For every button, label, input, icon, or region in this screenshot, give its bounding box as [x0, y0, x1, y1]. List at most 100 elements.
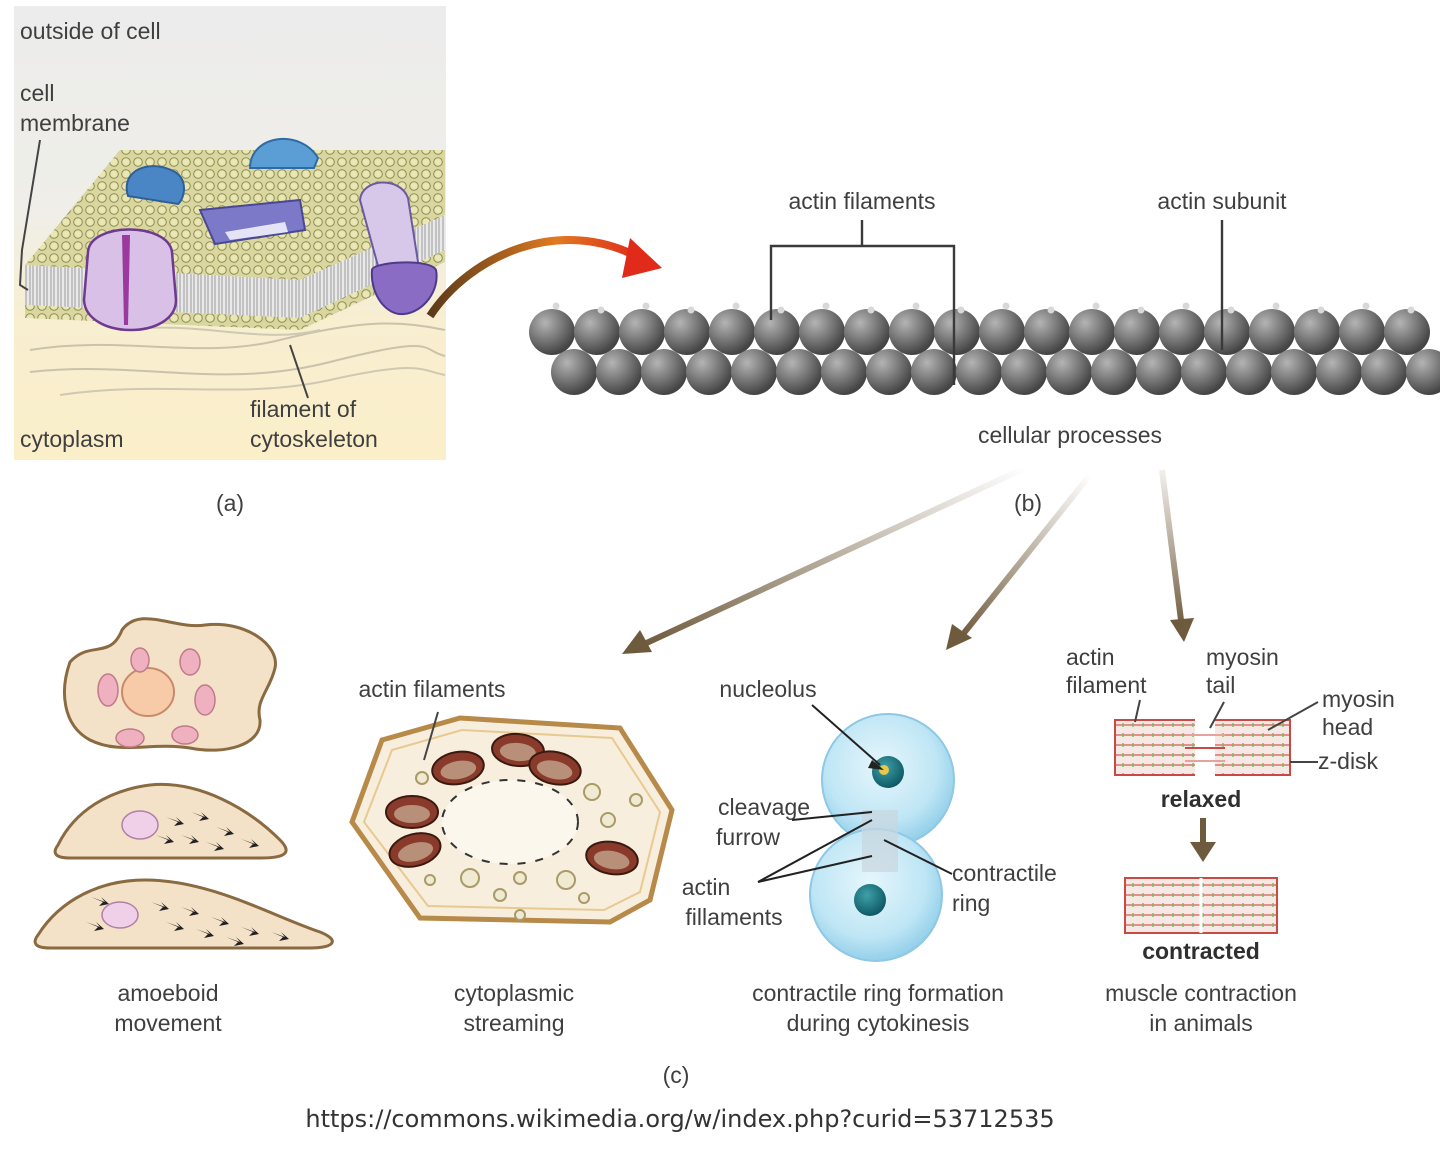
actin-subunit-bead — [551, 349, 597, 395]
actin-subunit-bead — [1294, 309, 1340, 355]
motion-arrow — [216, 827, 234, 836]
label-myosin-head-line2: head — [1322, 714, 1374, 740]
label-streaming-actin-filaments: actin filaments — [358, 676, 506, 702]
motion-arrow — [166, 817, 184, 826]
actin-subunit-bead — [1406, 349, 1440, 395]
label-cell-membrane-line2: membrane — [20, 110, 130, 136]
actin-highlight — [1317, 306, 1325, 314]
actin-subunit-bead — [1046, 349, 1092, 395]
label-amoeboid-line2: movement — [114, 1010, 222, 1036]
chloroplast — [388, 832, 442, 868]
label-actin-fillaments-line1: actin — [681, 874, 731, 900]
actin-highlight — [867, 306, 875, 314]
label-muscle-actin-line1: actin — [1066, 644, 1115, 670]
motion-arrow — [226, 937, 244, 946]
motion-arrow — [206, 842, 224, 851]
vacuole — [415, 771, 429, 785]
actin-subunit-bead — [844, 309, 890, 355]
actin-highlight — [1002, 302, 1010, 310]
caption-a: (a) — [215, 490, 245, 516]
actin-subunit-bead — [1001, 349, 1047, 395]
actin-highlight — [1182, 302, 1190, 310]
chloroplast — [528, 750, 582, 786]
label-contractile-line1: contractile — [952, 860, 1057, 886]
actin-subunit-bead — [1271, 349, 1317, 395]
streaming-cell — [349, 711, 675, 925]
chloroplast — [585, 840, 639, 876]
label-contracted: contracted — [1142, 938, 1260, 964]
label-cell-membrane-line1: cell — [20, 80, 55, 106]
actin-highlight — [687, 306, 695, 314]
actin-subunit-bead — [619, 309, 665, 355]
chloroplast — [431, 750, 485, 786]
sarcomere-contracted — [1124, 877, 1278, 934]
label-myosin-tail-line2: tail — [1206, 672, 1236, 698]
actin-subunit-bead — [1091, 349, 1137, 395]
motion-arrow — [211, 917, 229, 926]
actin-highlight — [1362, 302, 1370, 310]
vacuole — [600, 812, 616, 828]
actin-subunit-bead — [754, 309, 800, 355]
label-filament-line2: cytoskeleton — [250, 426, 378, 452]
actin-highlight — [777, 306, 785, 314]
actin-subunit-bead — [1384, 309, 1430, 355]
process-arrows — [622, 465, 1194, 654]
label-ring-caption-line2: during cytokinesis — [786, 1010, 970, 1036]
motion-arrow — [181, 907, 199, 916]
actin-subunit-bead — [686, 349, 732, 395]
label-amoeboid-line1: amoeboid — [117, 980, 219, 1006]
label-contractile-line2: ring — [952, 890, 991, 916]
vacuole — [460, 868, 480, 888]
actin-subunit-bead — [1226, 349, 1272, 395]
label-actin-filaments: actin filaments — [788, 188, 936, 214]
vacuole — [514, 909, 526, 921]
vacuole — [556, 870, 576, 890]
label-cleavage-line2: furrow — [716, 824, 780, 850]
motion-arrow — [191, 812, 209, 821]
actin-subunit-bead — [1024, 309, 1070, 355]
label-actin-fillaments-line2: fillaments — [685, 904, 783, 930]
label-streaming-line1: cytoplasmic — [453, 980, 575, 1006]
label-relaxed: relaxed — [1160, 786, 1242, 812]
label-muscle-actin-line2: filament — [1066, 672, 1147, 698]
actin-subunit-bead — [574, 309, 620, 355]
actin-subunit-bead — [529, 309, 575, 355]
label-myosin-head-line1: myosin — [1322, 686, 1395, 712]
actin-subunit-bead — [799, 309, 845, 355]
actin-subunit-bead — [956, 349, 1002, 395]
actin-highlight — [732, 302, 740, 310]
actin-highlight — [642, 302, 650, 310]
label-muscle-caption-line2: in animals — [1149, 1010, 1253, 1036]
actin-subunit-bead — [1181, 349, 1227, 395]
actin-highlight — [957, 306, 965, 314]
actin-highlight — [1407, 306, 1415, 314]
actin-subunit-bead — [1316, 349, 1362, 395]
actin-subunit-bead — [776, 349, 822, 395]
label-filament-line1: filament of — [250, 396, 357, 422]
actin-subunit-bead — [1361, 349, 1407, 395]
sarcomere-relaxed — [1114, 699, 1319, 778]
motion-arrow — [86, 922, 104, 931]
actin-subunit-bead — [596, 349, 642, 395]
motion-arrow — [156, 835, 174, 844]
actin-subunit-bead — [889, 309, 935, 355]
actin-highlight — [822, 302, 830, 310]
actin-subunit-bead — [934, 309, 980, 355]
label-cleavage-line1: cleavage — [717, 794, 811, 820]
actin-highlight — [552, 302, 560, 310]
motion-arrow — [91, 897, 109, 906]
vacuole — [513, 871, 527, 885]
motion-arrow — [241, 839, 259, 848]
vacuole — [424, 874, 436, 886]
arrow-a-to-b — [426, 236, 662, 319]
actin-subunit-bead — [1204, 309, 1250, 355]
actin-subunit-bead — [866, 349, 912, 395]
actin-subunit-bead — [1249, 309, 1295, 355]
vacuole — [493, 888, 507, 902]
label-outside-of-cell: outside of cell — [20, 18, 161, 44]
actin-subunit-bead — [641, 349, 687, 395]
actin-highlight — [597, 306, 605, 314]
label-cytoplasm: cytoplasm — [20, 426, 124, 452]
